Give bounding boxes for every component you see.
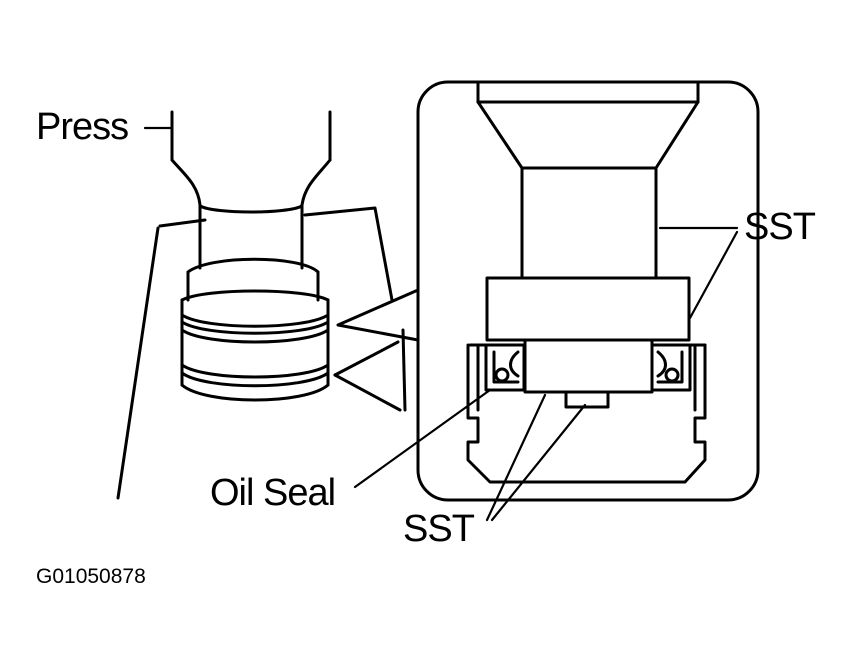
label-press: Press (36, 106, 129, 148)
press-tool (170, 110, 332, 402)
label-sst-top: SST (744, 206, 816, 248)
detail-frame (416, 80, 760, 502)
label-oil-seal: Oil Seal (210, 472, 336, 514)
detail-housing (466, 343, 707, 484)
figure-code: G01050878 (36, 565, 146, 588)
leader-lines (143, 126, 739, 522)
label-sst-bottom: SST (403, 508, 475, 550)
oil-seal-right (650, 343, 692, 392)
oil-seal-left (484, 343, 526, 392)
housing-outline (116, 206, 407, 500)
callout-pointer (336, 288, 420, 342)
